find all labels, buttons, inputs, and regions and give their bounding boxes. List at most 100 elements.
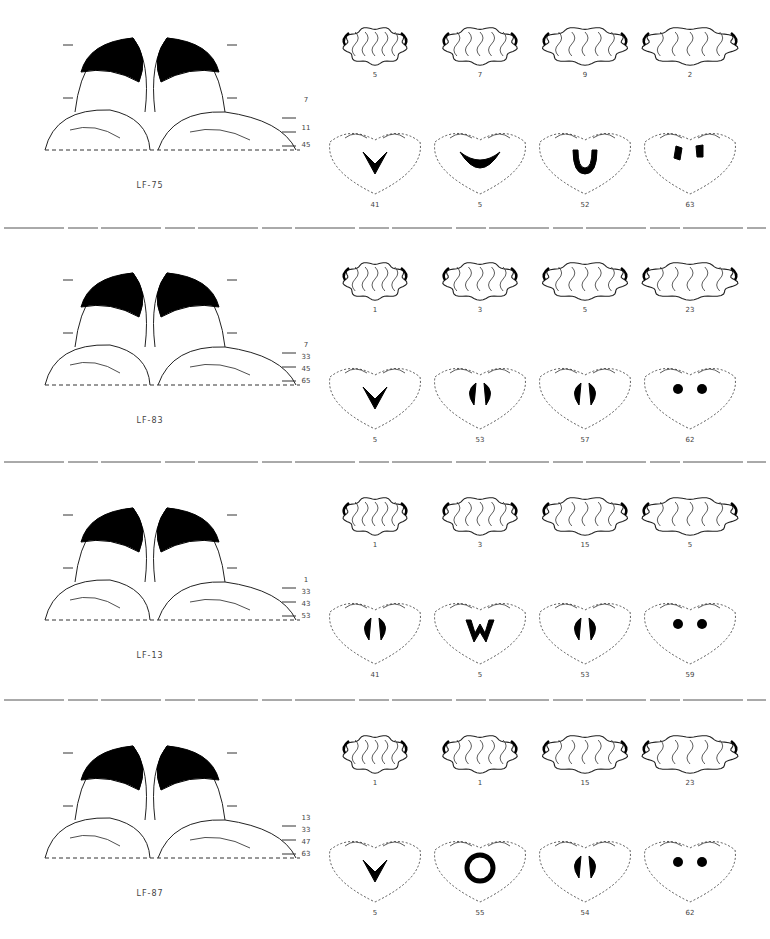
specimen-label: LF-75 bbox=[136, 182, 163, 190]
tick-mark bbox=[63, 280, 73, 281]
folia-line bbox=[569, 740, 575, 764]
tick-mark bbox=[63, 333, 73, 334]
folia-line bbox=[702, 32, 708, 56]
folia-line bbox=[702, 740, 708, 764]
section-outline bbox=[642, 263, 738, 301]
lesion-area bbox=[460, 152, 500, 168]
hemisphere-outline bbox=[75, 746, 147, 820]
folia-line bbox=[454, 502, 460, 526]
section-outline bbox=[330, 368, 421, 429]
folia-line bbox=[362, 267, 368, 291]
section-outline bbox=[540, 603, 631, 664]
lesion-edge bbox=[544, 503, 627, 515]
lesion-area bbox=[363, 860, 387, 882]
folia-line bbox=[672, 740, 678, 764]
folia-line bbox=[372, 32, 378, 56]
sulcus-line bbox=[660, 369, 720, 373]
section-outline bbox=[543, 736, 628, 774]
folia-line bbox=[489, 267, 495, 291]
folia-line bbox=[672, 267, 678, 291]
tick-mark bbox=[63, 568, 73, 569]
tick-mark bbox=[227, 515, 237, 516]
folia-line bbox=[454, 267, 460, 291]
tick-mark bbox=[63, 806, 73, 807]
folia-line bbox=[362, 740, 368, 764]
section-outline bbox=[645, 368, 736, 429]
folia-line bbox=[352, 740, 358, 764]
folia-line bbox=[489, 32, 495, 56]
section-outline bbox=[540, 841, 631, 902]
lesion-area bbox=[81, 38, 143, 82]
folia-line bbox=[595, 502, 601, 526]
section-outline bbox=[443, 263, 517, 301]
lesion-area bbox=[363, 387, 387, 409]
folia-line bbox=[392, 502, 398, 526]
lesion-area bbox=[673, 857, 683, 867]
level-tick bbox=[282, 367, 296, 368]
section-number: 62 bbox=[686, 910, 695, 917]
level-number: 33 bbox=[302, 589, 311, 596]
lesion-area bbox=[81, 508, 143, 552]
folia-line bbox=[382, 267, 388, 291]
tick-mark bbox=[63, 98, 73, 99]
section-outline bbox=[645, 603, 736, 664]
level-number: 11 bbox=[302, 125, 311, 132]
lesion-area bbox=[157, 508, 219, 552]
folia-line bbox=[556, 502, 562, 526]
section-outline bbox=[435, 368, 526, 429]
folia-line bbox=[657, 267, 663, 291]
level-number: 53 bbox=[302, 613, 311, 620]
section-number: 5 bbox=[373, 910, 377, 917]
folia-line bbox=[372, 267, 378, 291]
sulcus-line bbox=[450, 604, 510, 608]
tick-mark bbox=[227, 333, 237, 334]
lesion-edge bbox=[644, 268, 737, 280]
folia-line bbox=[362, 32, 368, 56]
sulcus-line bbox=[450, 842, 510, 846]
section-number: 53 bbox=[476, 437, 485, 444]
section-number: 1 bbox=[373, 542, 377, 549]
sulcus-line bbox=[70, 835, 250, 848]
section-outline bbox=[343, 263, 407, 301]
sulcus-line bbox=[555, 604, 615, 608]
section-number: 41 bbox=[371, 202, 380, 209]
hemisphere-outline bbox=[75, 38, 147, 112]
section-number: 9 bbox=[583, 72, 587, 79]
section-number: 55 bbox=[476, 910, 485, 917]
folia-line bbox=[569, 267, 575, 291]
folia-line bbox=[595, 32, 601, 56]
lesion-edge bbox=[344, 741, 407, 753]
lesion-area bbox=[157, 38, 219, 82]
sulcus-line bbox=[555, 134, 615, 138]
folia-line bbox=[556, 32, 562, 56]
hemisphere-outline bbox=[75, 273, 147, 347]
lesion-area bbox=[573, 150, 597, 174]
sulcus-line bbox=[660, 604, 720, 608]
folia-line bbox=[352, 32, 358, 56]
tick-mark bbox=[227, 806, 237, 807]
base-line bbox=[45, 858, 300, 859]
temporal-lobe bbox=[45, 345, 150, 385]
level-tick bbox=[282, 840, 296, 841]
folia-line bbox=[392, 740, 398, 764]
level-number: 65 bbox=[302, 378, 311, 385]
section-outline bbox=[330, 841, 421, 902]
section-outline bbox=[543, 263, 628, 301]
lesion-edge bbox=[344, 268, 407, 280]
section-outline bbox=[540, 133, 631, 194]
section-outline bbox=[540, 368, 631, 429]
lesion-area bbox=[81, 746, 143, 790]
level-number: 13 bbox=[302, 815, 311, 822]
folia-line bbox=[465, 502, 471, 526]
folia-line bbox=[702, 502, 708, 526]
folia-line bbox=[717, 502, 723, 526]
folia-line bbox=[454, 32, 460, 56]
base-line bbox=[45, 620, 300, 621]
section-number: 15 bbox=[581, 542, 590, 549]
folia-line bbox=[717, 32, 723, 56]
folia-line bbox=[608, 267, 614, 291]
level-number: 1 bbox=[304, 577, 308, 584]
folia-line bbox=[500, 740, 506, 764]
lesion-edge bbox=[444, 33, 517, 45]
